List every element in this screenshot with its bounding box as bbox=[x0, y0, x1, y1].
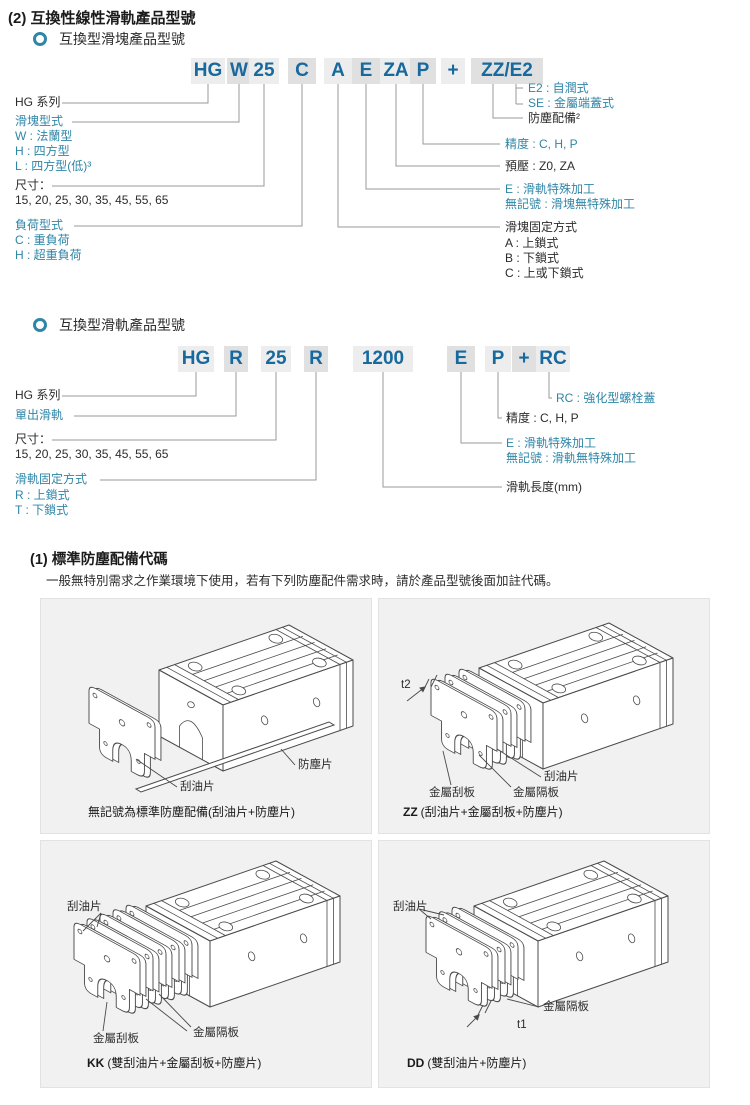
label-block-type-h: H : 四方型 bbox=[15, 144, 70, 158]
dust-panel-kk: 刮油片 金屬刮板 金屬隔板 KK(雙刮油片+金屬刮板+防塵片) bbox=[40, 840, 372, 1088]
label-size-values: 15, 20, 25, 30, 35, 45, 55, 65 bbox=[15, 447, 169, 461]
label-fix-a: A : 上鎖式 bbox=[505, 236, 559, 250]
label-metal-spacer: 金屬隔板 bbox=[193, 1027, 239, 1039]
dust-panel-dd: 刮油片 金屬隔板 t1 DD(雙刮油片+防塵片) bbox=[378, 840, 710, 1088]
code-segment: RC bbox=[536, 346, 570, 372]
label-metal-spacer: 金屬隔板 bbox=[513, 787, 559, 799]
label-rc: RC : 強化型螺栓蓋 bbox=[556, 391, 656, 405]
label-fix-title: 滑塊固定方式 bbox=[505, 220, 578, 234]
code-segment: C bbox=[288, 58, 316, 84]
label-precision: 精度 : C, H, P bbox=[505, 137, 578, 151]
label-scraper: 刮油片 bbox=[544, 771, 579, 783]
label-e2: E2 : 自潤式 bbox=[528, 81, 589, 95]
bullet-ring-icon bbox=[33, 318, 47, 332]
block-section-heading-row: 互換型滑塊產品型號 bbox=[33, 29, 185, 49]
block-section-heading: 互換型滑塊產品型號 bbox=[59, 31, 185, 47]
label-special-e: E : 滑軌特殊加工 bbox=[506, 436, 597, 450]
code-segment: + bbox=[512, 346, 536, 372]
label-size-values: 15, 20, 25, 30, 35, 45, 55, 65 bbox=[15, 193, 169, 207]
label-load-type: 負荷型式 bbox=[15, 218, 64, 232]
panel-code: ZZ bbox=[403, 805, 418, 819]
label-rail-length: 滑軌長度(mm) bbox=[506, 480, 582, 494]
label-special-none: 無記號 : 滑塊無特殊加工 bbox=[505, 197, 636, 211]
code-segment: R bbox=[304, 346, 328, 372]
label-hg-series: HG 系列 bbox=[15, 95, 61, 109]
code-segment: E bbox=[447, 346, 475, 372]
page-title: (2) 互換性線性滑軌產品型號 bbox=[8, 10, 196, 27]
label-metal-scraper: 金屬刮板 bbox=[93, 1033, 139, 1045]
panel-caption: KK(雙刮油片+金屬刮板+防塵片) bbox=[87, 1056, 262, 1070]
panel-code: KK bbox=[87, 1056, 105, 1070]
label-load-c: C : 重負荷 bbox=[15, 233, 70, 247]
panel-caption: ZZ(刮油片+金屬刮板+防塵片) bbox=[403, 805, 563, 819]
label-scraper: 刮油片 bbox=[180, 781, 215, 793]
dust-panel-standard: 刮油片 防塵片 無記號為標準防塵配備(刮油片+防塵片) bbox=[40, 598, 372, 834]
code-segment: HG bbox=[191, 58, 225, 84]
dust-panels-grid: 刮油片 防塵片 無記號為標準防塵配備(刮油片+防塵片) bbox=[40, 598, 710, 1088]
exploded-drawing-zz bbox=[406, 622, 674, 788]
label-special-none: 無記號 : 滑軌無特殊加工 bbox=[506, 451, 637, 465]
label-fix-b: B : 下鎖式 bbox=[505, 251, 560, 265]
code-segment: R bbox=[224, 346, 248, 372]
label-precision: 精度 : C, H, P bbox=[506, 411, 579, 425]
label-hg-series: HG 系列 bbox=[15, 388, 61, 402]
code-segment: 25 bbox=[249, 58, 279, 84]
code-segment: HG bbox=[178, 346, 214, 372]
code-segment: P bbox=[485, 346, 511, 372]
label-scraper: 刮油片 bbox=[67, 901, 102, 913]
label-block-type-w: W : 法蘭型 bbox=[15, 129, 73, 143]
code-segment: A bbox=[324, 58, 352, 84]
label-dust: 防塵配備² bbox=[528, 111, 580, 125]
panel-code: DD bbox=[407, 1056, 425, 1070]
panel-caption: DD(雙刮油片+防塵片) bbox=[407, 1056, 527, 1070]
code-segment: 25 bbox=[261, 346, 291, 372]
label-single-rail: 單出滑軌 bbox=[15, 408, 64, 422]
code-segment: P bbox=[410, 58, 436, 84]
label-se: SE : 金屬端蓋式 bbox=[528, 96, 615, 110]
label-metal-scraper: 金屬刮板 bbox=[429, 787, 475, 799]
dust-panel-zz: t2 刮油片 金屬刮板 金屬隔板 ZZ(刮油片+金屬刮板+防塵片) bbox=[378, 598, 710, 834]
exploded-drawing-kk bbox=[73, 860, 341, 1032]
code-segment: ZA bbox=[380, 58, 412, 84]
label-load-h: H : 超重負荷 bbox=[15, 248, 82, 262]
exploded-drawing-standard bbox=[88, 624, 354, 793]
label-dust-strip: 防塵片 bbox=[298, 759, 333, 771]
label-size-title: 尺寸： bbox=[15, 432, 52, 446]
label-fix-c: C : 上或下鎖式 bbox=[505, 266, 584, 280]
code-segment: ZZ/E2 bbox=[471, 58, 543, 84]
label-metal-spacer: 金屬隔板 bbox=[543, 1001, 589, 1013]
label-fix-r: R : 上鎖式 bbox=[15, 488, 70, 502]
code-segment: + bbox=[441, 58, 465, 84]
label-t1: t1 bbox=[517, 1019, 527, 1031]
label-preload: 預壓 : Z0, ZA bbox=[505, 159, 576, 173]
label-size-title: 尺寸： bbox=[15, 178, 52, 192]
exploded-drawing-dd bbox=[418, 860, 669, 1028]
label-block-type: 滑塊型式 bbox=[15, 114, 64, 128]
label-scraper: 刮油片 bbox=[393, 901, 428, 913]
label-fix-title: 滑軌固定方式 bbox=[15, 472, 88, 486]
dust-section-heading: (1) 標準防塵配備代碼 bbox=[30, 552, 168, 568]
label-t2: t2 bbox=[401, 679, 411, 691]
code-segment: 1200 bbox=[353, 346, 413, 372]
code-segment: E bbox=[352, 58, 380, 84]
code-segment: W bbox=[227, 58, 251, 84]
rail-section-heading: 互換型滑軌產品型號 bbox=[59, 317, 185, 333]
dust-section-description: 一般無特別需求之作業環境下使用，若有下列防塵配件需求時，請於產品型號後面加註代碼… bbox=[46, 574, 559, 588]
label-block-type-l: L : 四方型(低)³ bbox=[15, 159, 92, 173]
panel-caption: 無記號為標準防塵配備(刮油片+防塵片) bbox=[88, 805, 296, 819]
label-special-e: E : 滑軌特殊加工 bbox=[505, 182, 596, 196]
label-fix-t: T : 下鎖式 bbox=[15, 503, 69, 517]
rail-section-heading-row: 互換型滑軌產品型號 bbox=[33, 315, 185, 335]
bullet-ring-icon bbox=[33, 32, 47, 46]
